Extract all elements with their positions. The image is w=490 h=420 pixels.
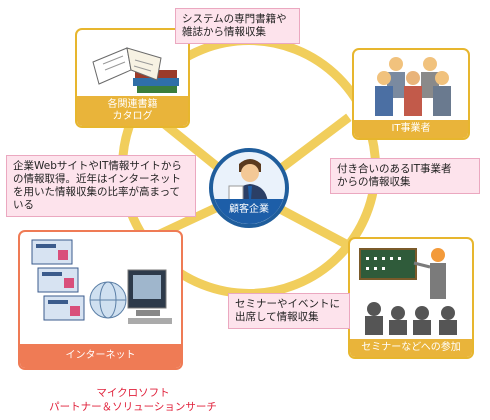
internet-note: 企業WebサイトやIT情報サイトから の情報取得。近年はインターネット を用いた… — [6, 155, 196, 217]
seminar-card: セミナーなどへの参加 — [348, 237, 474, 359]
it-vendor-card: IT事業者 — [352, 48, 470, 140]
books-label: 各関連書籍 カタログ — [77, 96, 188, 126]
it-vendor-label: IT事業者 — [354, 120, 468, 138]
computers-icon — [31, 239, 172, 324]
businessman-icon — [228, 159, 268, 204]
customer-label: 顧客企業 — [213, 199, 285, 224]
presenter-icon — [359, 248, 457, 335]
internet-label: インターネット — [20, 344, 181, 368]
businesspeople-icon — [375, 57, 451, 116]
internet-card: インターネット — [18, 230, 183, 370]
books-note: システムの専門書籍や 雑誌から情報収集 — [175, 8, 300, 44]
footer-text[interactable]: マイクロソフト パートナー＆ソリューションサーチ — [49, 387, 217, 413]
books-icon — [92, 47, 179, 93]
seminar-label: セミナーなどへの参加 — [350, 339, 472, 357]
seminar-note: セミナーやイベントに 出席して情報収集 — [228, 293, 350, 329]
it-vendor-note: 付き合いのあるIT事業者 からの情報収集 — [330, 158, 480, 194]
books-card: 各関連書籍 カタログ — [75, 28, 190, 128]
customer-circle: 顧客企業 — [209, 148, 289, 228]
